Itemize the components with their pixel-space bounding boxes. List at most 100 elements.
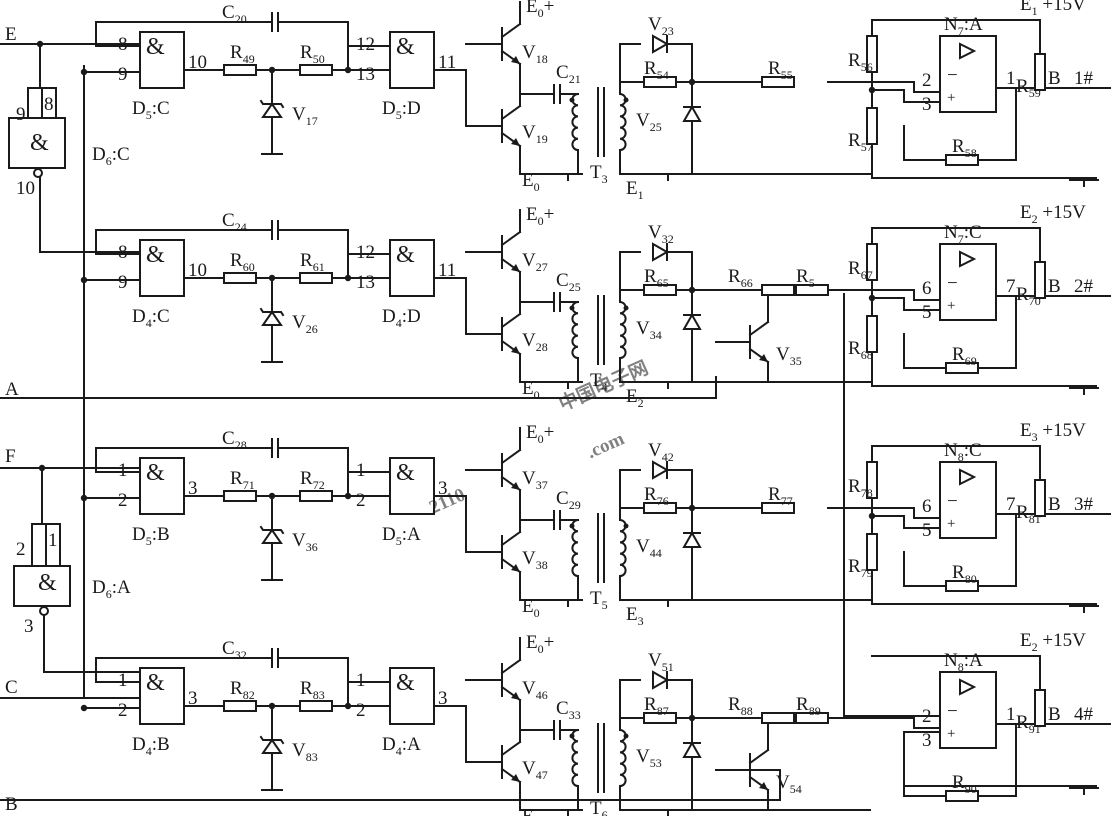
channel-1-cap-out-label: C21: [556, 62, 581, 86]
channel-4-zener-label: V83: [292, 740, 318, 764]
channel-1-rail-label: E1 +15V: [1020, 0, 1086, 18]
channel-2-r-top: [866, 243, 878, 281]
channel-3-r-fb-label: R80: [952, 562, 977, 586]
channel-4-r-extra: [795, 712, 829, 724]
channel-1-gate2-label: D5:D: [382, 98, 421, 122]
channel-4-r-sec-label: R87: [644, 694, 669, 718]
channel-4-q-switch-arrow: [759, 782, 768, 790]
channel-1-gate1: [139, 31, 185, 89]
channel-1-output-number-label: 1#: [1074, 68, 1094, 89]
channel-4-r-fb: [945, 790, 979, 802]
channel-2-sec-up: [619, 251, 641, 303]
channel-1-q-bot-arrow: [511, 138, 520, 146]
inverter-d6a-output: [43, 614, 141, 673]
channel-3-diode-top: [652, 460, 670, 480]
channel-3-gate1-symbol: &: [146, 460, 165, 486]
channel-2-r-out-label: R70: [1016, 284, 1041, 308]
channel-1-zener: [261, 102, 283, 118]
channel-4-gate1-pin-out: 3: [188, 688, 198, 709]
channel-2-q-top-label: V27: [522, 250, 548, 274]
channel-3-gate1: [139, 457, 185, 515]
channel-1-r-mid-label: R55: [768, 58, 793, 82]
inverter-d6c-label: D6:C: [92, 144, 130, 168]
channel-4-gate2-label: D4:A: [382, 734, 421, 758]
channel-2-r-bot: [866, 315, 878, 353]
channel-2-r2: [299, 272, 333, 284]
channel-4-to-opamp-inv: [827, 717, 941, 729]
channel-4-gate2: [389, 667, 435, 725]
channel-3-r-sec-label: R76: [644, 484, 669, 508]
channel-4-div-bottom: [903, 731, 1097, 787]
channel-3-gate2-label: D5:A: [382, 524, 421, 548]
channel-1-zener-bar: [259, 99, 285, 109]
channel-1-ground-sec-label: E1: [626, 178, 644, 202]
channel-2-cap-feed-label: C24: [222, 210, 247, 234]
channel-4-r-extra-label: R89: [796, 694, 821, 718]
channel-3-opamp-label: N8:C: [944, 440, 982, 464]
channel-1-div-bottom: [871, 143, 1097, 179]
channel-1-coil-secondary: [618, 92, 627, 152]
channel-4-r-out-label: R91: [1016, 712, 1041, 736]
channel-4-q-top-collector: [500, 658, 522, 675]
channel-3-q-top-label: V37: [522, 468, 548, 492]
channel-2-gate2-pin-a: 12: [356, 242, 375, 263]
channel-4-supply-label: E0+: [526, 632, 554, 656]
channel-4-r-out: [1034, 689, 1046, 727]
channel-4-gate2-pin-a: 1: [356, 670, 366, 691]
channel-2-div-bottom: [871, 351, 1097, 387]
channel-4-opamp-pin-out: 1: [1006, 704, 1016, 725]
channel-3-div-bottom: [871, 569, 1097, 605]
channel-4-diode-right: [682, 740, 702, 758]
channel-2-opamp-triangle: [959, 250, 977, 268]
channel-1-ground0-label: E0: [522, 170, 540, 194]
channel-3-opamp-pin-non: 5: [922, 520, 932, 541]
channel-2-r-fb-label: R69: [952, 344, 977, 368]
channel-2-base-drive: [433, 277, 503, 335]
channel-2-gate2-pin-b: 13: [356, 272, 375, 293]
channel-4-ground0-label: E0: [522, 806, 540, 816]
junction-dot: [344, 66, 352, 74]
channel-3-diode-top-out: [667, 469, 693, 509]
channel-4-dot-secondary: [623, 733, 629, 739]
channel-2-opamp-label: N7:C: [944, 222, 982, 246]
channel-3-opamp-plus: +: [947, 516, 955, 532]
channel-1-opamp-pin-non: 3: [922, 94, 932, 115]
channel-2-coil-primary: [571, 300, 580, 360]
channel-4-q-top-label: V46: [522, 678, 548, 702]
channel-2-gate2-symbol: &: [396, 242, 415, 268]
channel-1-r-bot-label: R57: [848, 130, 873, 154]
channel-1-gate2: [389, 31, 435, 89]
channel-2-zener-label: V26: [292, 312, 318, 336]
channel-2-q-switch-label: V35: [776, 344, 802, 368]
input-label-a: A: [5, 379, 19, 400]
channel-3-opamp-minus: −: [947, 491, 958, 512]
channel-2-transformer-label: T4: [590, 370, 608, 394]
inverter-d6c-pin-10: 10: [16, 178, 35, 199]
channel-3-q-bot-label: V38: [522, 548, 548, 572]
channel-4-gate2-symbol: &: [396, 670, 415, 696]
channel-1-gate2-symbol: &: [396, 34, 415, 60]
channel-1-opamp-pin-out: 1: [1006, 68, 1016, 89]
channel-3-q-bot-collector: [500, 530, 522, 547]
inverter-d6c-symbol: &: [30, 130, 49, 156]
channel-4-diode-right-label: V53: [636, 746, 662, 770]
channel-2-diode-top: [652, 242, 670, 262]
b-line-to-v54: [715, 769, 781, 801]
channel-1-diode-top: [652, 34, 670, 54]
channel-1-transformer-label: T3: [590, 162, 608, 186]
channel-1-r-mid: [761, 76, 795, 88]
channel-4-q-bot-label: V47: [522, 758, 548, 782]
channel-3-q-top-arrow: [511, 482, 520, 490]
channel-3-zener: [261, 528, 283, 544]
inverter-d6a-symbol: &: [38, 570, 57, 596]
junction-dot: [38, 464, 46, 472]
channel-3-r-out-label: R81: [1016, 502, 1041, 526]
channel-1-sec-up: [619, 43, 641, 95]
channel-3-ground0-label: E0: [522, 596, 540, 620]
channel-1-dot-secondary: [623, 97, 629, 103]
channel-2-zener-bar: [259, 307, 285, 317]
inverter-d6a-pin-2: 2: [16, 539, 26, 560]
channel-4-r1: [223, 700, 257, 712]
channel-2-output-number-label: 2#: [1074, 276, 1094, 297]
channel-2-gate2-label: D4:D: [382, 306, 421, 330]
